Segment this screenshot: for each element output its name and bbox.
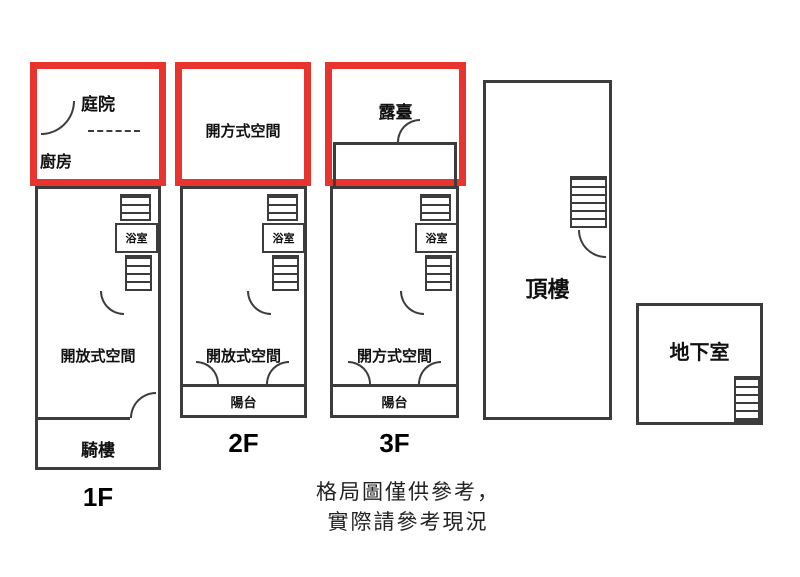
3f-terrace-wall-stub-left [333,142,336,186]
3f-stairs-lower [425,255,452,291]
1f-stairs-upper [120,194,151,221]
1f-floor-tag: 1F [82,482,114,512]
2f-bathroom: 浴室 [262,223,305,253]
3f-terrace-label: 露臺 [378,103,413,122]
1f-stairs-lower [125,255,152,291]
1f-courtyard-label: 庭院 [81,95,115,114]
2f-stairs-lower [272,255,299,291]
1f-highlight-box [30,62,166,186]
basement-stairs [734,376,760,422]
1f-open-space-label: 開放式空間 [60,348,136,365]
3f-stairs-upper [420,194,451,221]
roof-label: 頂樓 [525,277,570,302]
2f-balcony-label: 陽台 [230,395,257,410]
2f-floor-tag: 2F [228,428,259,458]
2f-balcony-wall [183,384,304,387]
3f-balcony-wall [333,384,456,387]
1f-arcade-label: 騎樓 [81,441,115,460]
3f-floor-tag: 3F [379,428,410,458]
disclaimer-line2: 實際請參考現況 [327,511,489,534]
2f-highlight-box [175,62,311,186]
roof-stairs [570,176,607,228]
2f-stairs-upper [267,194,298,221]
3f-terrace-wall-stub-right [454,142,457,186]
courtyard-sliding-door [88,130,140,132]
3f-highlight-box [325,62,466,186]
3f-bathroom: 浴室 [415,223,458,253]
1f-arcade-wall [38,417,130,420]
1f-bathroom: 浴室 [115,223,158,253]
3f-terrace-wall [334,142,457,145]
3f-balcony-label: 陽台 [381,395,408,410]
3f-open-space-label: 開方式空間 [356,348,432,365]
2f-open-space-label: 開放式空間 [205,348,281,365]
basement-label: 地下室 [669,342,730,364]
2f-highlight-space-label: 開方式空間 [205,123,281,140]
disclaimer-line1: 格局圖僅供參考， [316,481,500,504]
1f-kitchen-label: 廚房 [40,154,73,171]
